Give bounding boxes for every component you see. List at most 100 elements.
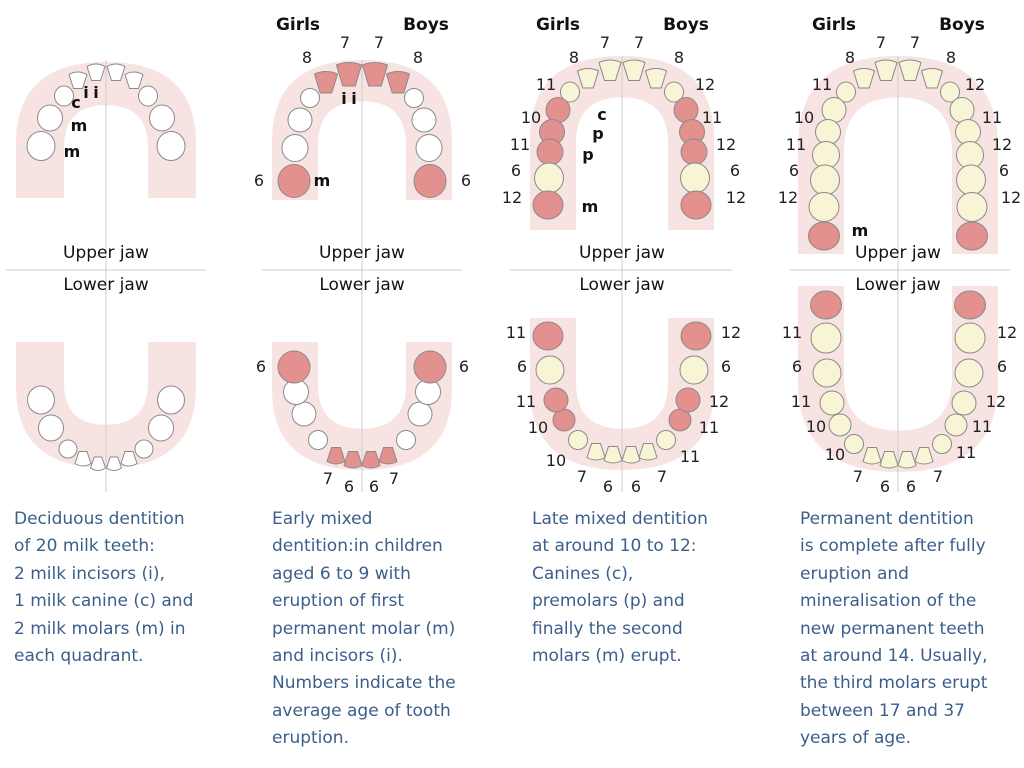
eruption-age-label: 7 bbox=[600, 33, 610, 52]
molar-tooth bbox=[532, 190, 564, 220]
tooth bbox=[124, 71, 144, 89]
tooth-type-letter: i bbox=[93, 83, 98, 102]
boys-header: Boys bbox=[663, 15, 709, 35]
description-line: Late mixed dentition bbox=[532, 509, 708, 529]
eruption-age-label: 6 bbox=[997, 357, 1007, 376]
tooth bbox=[138, 85, 158, 107]
tooth bbox=[673, 97, 699, 123]
description-line: the third molars erupt bbox=[800, 673, 988, 694]
lower-jaw-label: Lower jaw bbox=[579, 275, 664, 295]
eruption-age-label: 6 bbox=[906, 477, 916, 496]
tooth-type-letter: c bbox=[71, 93, 80, 112]
tooth bbox=[940, 81, 960, 103]
eruption-age-label: 7 bbox=[577, 467, 587, 486]
description-line: mineralisation of the bbox=[800, 591, 977, 612]
tooth bbox=[621, 446, 641, 464]
description-line: 2 milk incisors (i), bbox=[14, 563, 165, 584]
tooth bbox=[313, 71, 339, 94]
eruption-age-label: 6 bbox=[880, 477, 890, 496]
description-line: and incisors (i). bbox=[272, 646, 403, 667]
molar-tooth bbox=[679, 355, 709, 385]
eruption-age-label: 12 bbox=[778, 188, 798, 207]
description-line: permanent molar (m) bbox=[272, 618, 456, 639]
eruption-age-label: 12 bbox=[726, 188, 746, 207]
molar-tooth bbox=[680, 162, 710, 194]
molar-tooth bbox=[810, 322, 842, 354]
eruption-age-label: 6 bbox=[461, 171, 471, 190]
molar-tooth bbox=[812, 141, 840, 169]
molar-tooth bbox=[281, 134, 309, 162]
tooth bbox=[844, 434, 864, 454]
lower-jaw-label: Lower jaw bbox=[319, 275, 404, 295]
eruption-age-label: 12 bbox=[502, 188, 522, 207]
tooth bbox=[897, 451, 917, 469]
molar-tooth bbox=[954, 322, 986, 354]
tooth bbox=[120, 451, 138, 467]
tooth-type-letter: i bbox=[351, 89, 356, 108]
description-line: eruption and bbox=[800, 563, 909, 584]
eruption-age-label: 8 bbox=[845, 48, 855, 67]
tooth bbox=[543, 387, 569, 413]
eruption-age-label: 11 bbox=[680, 447, 700, 466]
panel-3-description: Late mixed dentition at around 10 to 12:… bbox=[532, 506, 767, 670]
molar-tooth bbox=[411, 107, 437, 133]
description-line: eruption of first bbox=[272, 591, 404, 612]
eruption-age-label: 11 bbox=[982, 108, 1002, 127]
tooth bbox=[955, 119, 981, 145]
tooth-type-letter: p bbox=[582, 145, 593, 164]
tooth bbox=[326, 447, 346, 465]
description-line: finally the second bbox=[532, 618, 683, 639]
tooth bbox=[89, 456, 107, 471]
molar-tooth bbox=[27, 385, 55, 415]
tooth bbox=[898, 59, 922, 81]
tooth-type-letter: p bbox=[592, 124, 603, 143]
eruption-age-label: 12 bbox=[992, 135, 1012, 154]
molar-tooth bbox=[407, 401, 433, 427]
tooth bbox=[74, 451, 92, 467]
molar-tooth bbox=[536, 138, 564, 166]
tooth bbox=[675, 387, 701, 413]
eruption-age-label: 12 bbox=[986, 392, 1006, 411]
panel-deciduous bbox=[6, 60, 206, 492]
eruption-age-label: 11 bbox=[510, 135, 530, 154]
molar-tooth bbox=[157, 385, 185, 415]
girls-header: Girls bbox=[536, 15, 580, 35]
panel-early-mixed bbox=[262, 60, 462, 492]
description-line: at around 10 to 12: bbox=[532, 536, 697, 557]
eruption-age-label: 7 bbox=[323, 469, 333, 488]
molar-tooth bbox=[287, 107, 313, 133]
description-line: Permanent dentition bbox=[800, 509, 974, 529]
eruption-age-label: 7 bbox=[634, 33, 644, 52]
tooth bbox=[815, 119, 841, 145]
molar-tooth bbox=[415, 134, 443, 162]
tooth bbox=[68, 71, 88, 89]
tooth bbox=[644, 68, 668, 89]
tooth bbox=[879, 451, 899, 469]
eruption-age-label: 8 bbox=[674, 48, 684, 67]
tooth bbox=[361, 451, 381, 469]
tooth bbox=[951, 390, 977, 416]
panel-1-description: Deciduous dentition of 20 milk teeth: 2 … bbox=[14, 506, 249, 670]
upper-jaw-label: Upper jaw bbox=[63, 243, 149, 263]
description-line: average age of tooth bbox=[272, 700, 451, 721]
molar-tooth bbox=[810, 290, 842, 320]
description-line: 2 milk molars (m) in bbox=[14, 618, 186, 639]
molar-tooth bbox=[291, 401, 317, 427]
eruption-age-label: 7 bbox=[374, 33, 384, 52]
description-line: Canines (c), bbox=[532, 563, 634, 584]
molar-tooth bbox=[413, 350, 447, 384]
molar-tooth bbox=[808, 192, 840, 222]
description-line: 1 milk canine (c) and bbox=[14, 591, 194, 612]
eruption-age-label: 8 bbox=[946, 48, 956, 67]
tooth bbox=[134, 439, 154, 459]
panel-4-description: Permanent dentition is complete after fu… bbox=[800, 506, 1022, 753]
eruption-age-label: 8 bbox=[413, 48, 423, 67]
molar-tooth bbox=[956, 164, 986, 196]
tooth bbox=[944, 413, 968, 437]
description-line: Deciduous dentition bbox=[14, 509, 185, 529]
tooth bbox=[343, 451, 363, 469]
eruption-age-label: 12 bbox=[721, 323, 741, 342]
eruption-age-label: 10 bbox=[546, 451, 566, 470]
tooth bbox=[86, 63, 106, 81]
molar-tooth bbox=[680, 321, 712, 351]
